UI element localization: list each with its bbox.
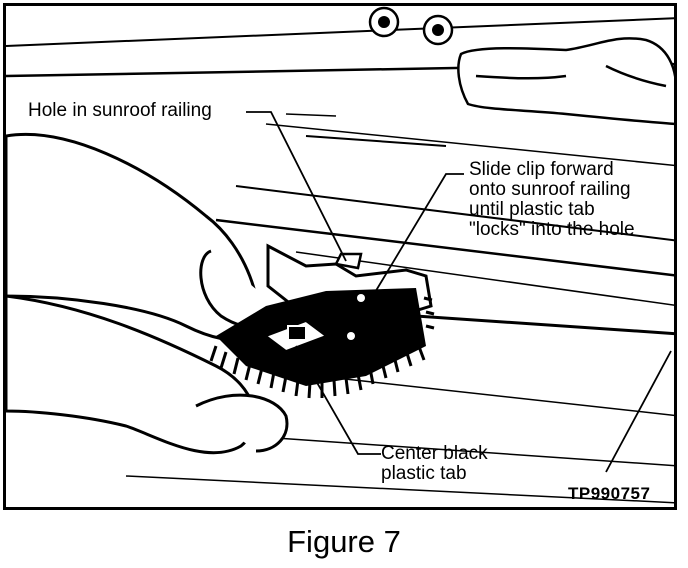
callout-slide-clip: Slide clip forward onto sunroof railing …	[469, 159, 674, 240]
leader-lines	[246, 111, 672, 473]
callout-center-line-1: Center black	[381, 443, 488, 464]
figure-caption: Figure 7	[287, 524, 401, 559]
hand-icon	[6, 133, 289, 455]
clip-icon	[209, 243, 435, 399]
callout-slide-line-1: Slide clip forward	[469, 159, 614, 180]
callout-slide-line-3: until plastic tab	[469, 199, 595, 220]
callout-center-line-2: plastic tab	[381, 463, 467, 484]
callout-slide-line-4: "locks" into the hole	[469, 219, 635, 240]
callout-center-tab: Center black plastic tab	[381, 444, 561, 484]
line-art	[6, 6, 674, 504]
callout-hole-in-railing: Hole in sunroof railing	[28, 100, 212, 121]
reference-code: TP990757	[568, 484, 651, 503]
callout-slide-line-2: onto sunroof railing	[469, 179, 631, 200]
illustration-panel: Hole in sunroof railing Slide clip forwa…	[3, 3, 677, 510]
glove-icon	[457, 37, 674, 126]
bolt-icon	[368, 6, 454, 46]
